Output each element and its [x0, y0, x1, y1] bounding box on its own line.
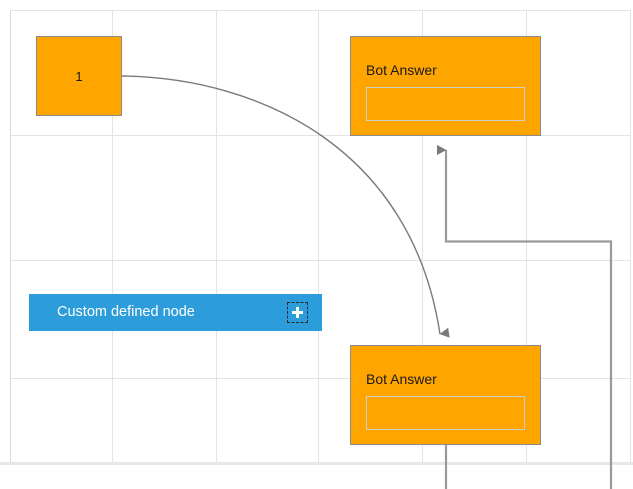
custom-defined-node-label: Custom defined node: [57, 304, 195, 321]
flow-node-bot-answer-top[interactable]: Bot Answer: [350, 36, 541, 136]
custom-defined-node-button[interactable]: Custom defined node: [29, 294, 322, 331]
flow-node-1[interactable]: 1: [36, 36, 122, 116]
flow-node-bot-answer-bottom[interactable]: Bot Answer: [350, 345, 541, 445]
bot-answer-bottom-title: Bot Answer: [366, 371, 437, 387]
bot-answer-top-title: Bot Answer: [366, 62, 437, 78]
flow-node-1-label: 1: [75, 68, 83, 84]
bot-answer-top-slot[interactable]: [366, 87, 525, 121]
plus-icon[interactable]: [287, 302, 308, 323]
bot-answer-bottom-slot[interactable]: [366, 396, 525, 430]
